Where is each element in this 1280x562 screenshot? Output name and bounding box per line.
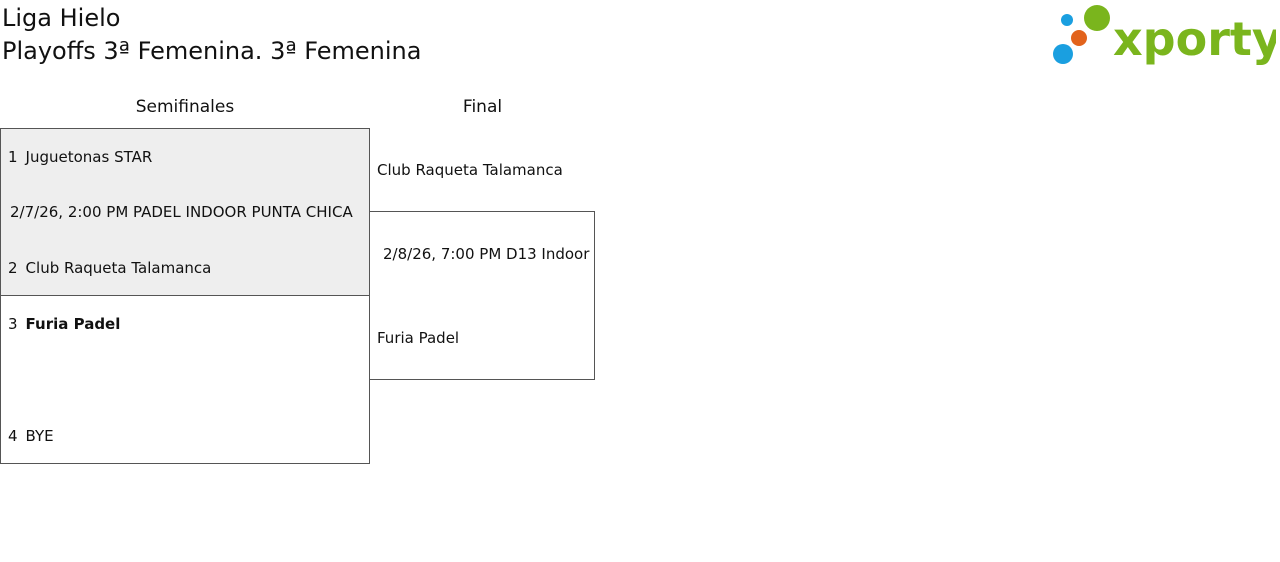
- team-name: Club Raqueta Talamanca: [25, 259, 212, 277]
- logo-wordmark: xporty: [1113, 12, 1276, 66]
- xporty-logo: xporty: [1050, 4, 1276, 66]
- logo-dot-blue-small: [1061, 14, 1073, 26]
- logo-dot-orange: [1071, 30, 1087, 46]
- logo-dot-blue-large: [1053, 44, 1073, 64]
- team-name: Furia Padel: [25, 315, 121, 333]
- xporty-logo-graphic: xporty: [1053, 5, 1276, 66]
- league-title: Liga Hielo: [2, 4, 121, 32]
- seed-number: 2: [8, 259, 18, 277]
- semifinal-match-1[interactable]: 1 Juguetonas STAR 2/7/26, 2:00 PM PADEL I…: [0, 128, 370, 296]
- match-2-team-a[interactable]: 3 Furia Padel: [8, 314, 120, 334]
- team-name: Juguetonas STAR: [25, 148, 153, 166]
- final-match[interactable]: 2/8/26, 7:00 PM D13 Indoor Furia Padel: [369, 211, 595, 380]
- column-header-final: Final: [462, 97, 503, 117]
- seed-number: 1: [8, 148, 18, 166]
- playoff-title: Playoffs 3ª Femenina. 3ª Femenina: [2, 37, 422, 65]
- match-2-team-b[interactable]: 4 BYE: [8, 426, 54, 446]
- match-1-team-b[interactable]: 2 Club Raqueta Talamanca: [8, 258, 211, 278]
- match-1-team-a[interactable]: 1 Juguetonas STAR: [8, 147, 152, 167]
- team-name: BYE: [25, 427, 54, 445]
- seed-number: 4: [8, 427, 18, 445]
- seed-number: 3: [8, 315, 18, 333]
- logo-dot-green: [1084, 5, 1110, 31]
- match-1-schedule: 2/7/26, 2:00 PM PADEL INDOOR PUNTA CHICA: [10, 203, 353, 221]
- column-header-semifinales: Semifinales: [135, 97, 235, 117]
- final-team-b[interactable]: Furia Padel: [377, 329, 460, 347]
- semifinal-match-2[interactable]: 3 Furia Padel 4 BYE: [0, 295, 370, 464]
- final-schedule: 2/8/26, 7:00 PM D13 Indoor: [383, 245, 590, 263]
- final-team-a[interactable]: Club Raqueta Talamanca: [377, 161, 563, 179]
